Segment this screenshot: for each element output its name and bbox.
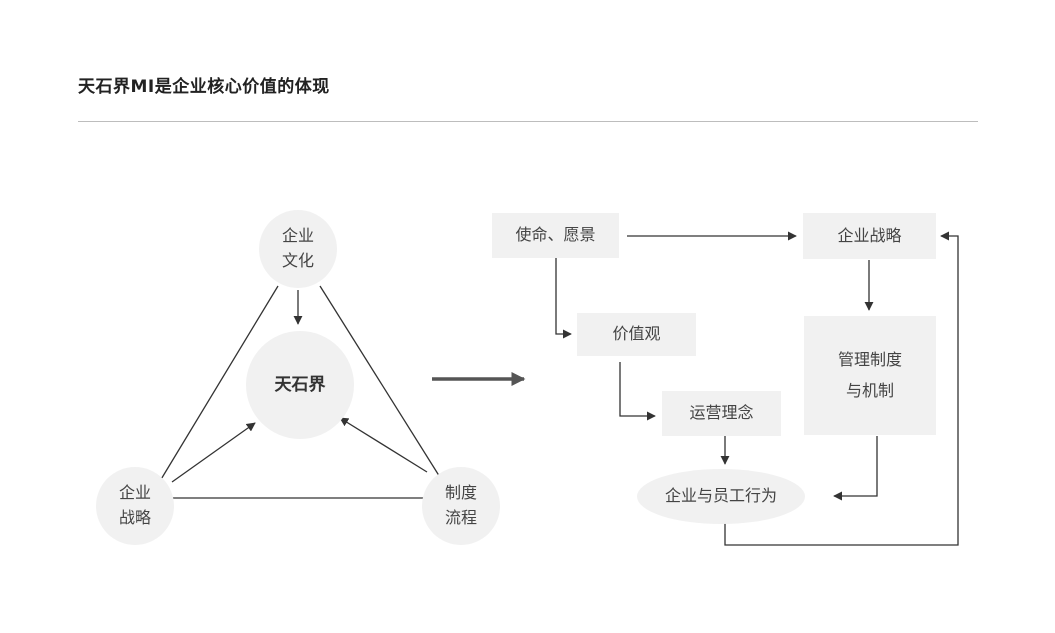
arrow-behavior-feedback-to-strategy <box>724 231 959 546</box>
arrow-management-to-behavior <box>833 436 878 501</box>
box-operating-philosophy: 运营理念 <box>662 391 781 436</box>
arrow-strategy-to-center <box>171 422 256 483</box>
node-corporate-strategy: 企业 战略 <box>96 467 174 545</box>
arrow-process-to-center <box>339 417 428 473</box>
ellipse-behavior: 企业与员工行为 <box>637 469 805 524</box>
arrow-values-to-philosophy <box>619 362 656 421</box>
box-values: 价值观 <box>577 313 696 356</box>
box-mission-vision: 使命、愿景 <box>492 213 619 258</box>
page-title: 天石界MI是企业核心价值的体现 <box>78 77 330 97</box>
box-corporate-strategy: 企业战略 <box>803 213 936 259</box>
node-center-tianshijie: 天石界 <box>246 331 354 439</box>
box-management-system: 管理制度 与机制 <box>804 316 936 435</box>
node-system-process: 制度 流程 <box>422 467 500 545</box>
arrow-mission-to-values <box>555 258 572 339</box>
edge-culture-strategy <box>156 285 279 487</box>
node-corporate-culture: 企业 文化 <box>259 210 337 288</box>
edge-culture-process <box>319 285 444 483</box>
title-divider <box>78 121 978 122</box>
